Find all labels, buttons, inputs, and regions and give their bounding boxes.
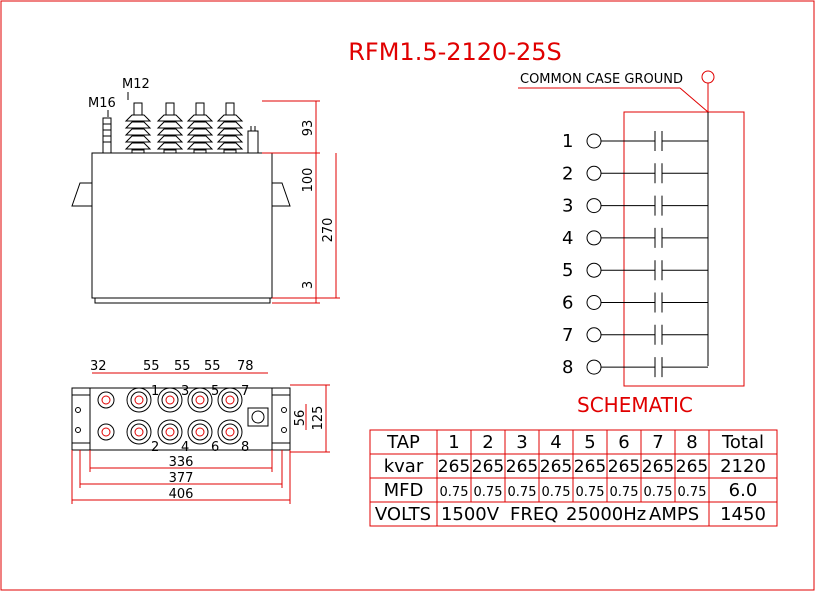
drawing-title: RFM1.5-2120-25S (348, 38, 562, 66)
table-cell: 265 (574, 457, 606, 477)
table-cell: 265 (608, 457, 640, 477)
terminal-top-1 (126, 387, 152, 413)
volts-value: 1500V (441, 504, 500, 525)
table-header-cell: 4 (550, 432, 561, 453)
table-header-cell: TAP (386, 432, 420, 453)
table-header-cell: 2 (482, 432, 493, 453)
table-cell: 0.75 (508, 485, 537, 500)
table-header-cell: 3 (516, 432, 527, 453)
svg-text:8: 8 (562, 357, 573, 378)
table-cell: kvar (384, 456, 424, 477)
bushing-3 (186, 102, 214, 154)
table-cell: 0.75 (474, 485, 503, 500)
schematic-tap-1: 1 (562, 131, 708, 152)
tap-num-bottom: 2 (151, 440, 159, 455)
tap-num-bottom: 8 (241, 440, 249, 455)
table-header-cell: 1 (448, 432, 459, 453)
top-view: 1 3 5 7 2 4 6 8 32 55 55 55 78 56 125 336 377 4… (71, 359, 330, 504)
table-header-cell: 6 (618, 432, 629, 453)
dim-336: 336 (169, 455, 194, 470)
table-header-cell: 7 (652, 432, 663, 453)
svg-text:2: 2 (562, 163, 573, 184)
dim-56: 56 (293, 410, 308, 427)
dim-270: 270 (321, 218, 336, 243)
table-cell: 0.75 (644, 485, 673, 500)
table-cell: 0.75 (576, 485, 605, 500)
schematic-tap-4: 4 (562, 227, 708, 249)
common-case-ground-label: COMMON CASE GROUND (520, 72, 683, 87)
table-cell: 0.75 (610, 485, 639, 500)
terminal-top-3 (187, 387, 213, 413)
table-cell: 265 (472, 457, 504, 477)
dim-55-b: 55 (174, 359, 191, 374)
tap-num-top: 5 (211, 384, 219, 399)
freq-label: FREQ (510, 504, 558, 525)
dim-125: 125 (311, 406, 326, 431)
dim-100: 100 (301, 168, 316, 193)
schematic-tap-2: 2 (562, 163, 708, 184)
dim-32: 32 (90, 359, 107, 374)
schematic-label: SCHEMATIC (577, 393, 693, 417)
svg-text:5: 5 (562, 260, 573, 281)
tap-num-top: 1 (151, 384, 159, 399)
tap-num-top: 3 (181, 384, 189, 399)
table-header-cell: 5 (584, 432, 595, 453)
terminal-top-5 (126, 419, 152, 445)
dim-55-a: 55 (143, 359, 160, 374)
svg-text:7: 7 (562, 325, 573, 346)
svg-text:4: 4 (562, 228, 573, 249)
schematic-tap-3: 3 (562, 195, 708, 217)
table-cell: 6.0 (729, 480, 758, 501)
terminal-top-2 (157, 387, 183, 413)
table-cell: 265 (506, 457, 538, 477)
tap-num-top: 7 (241, 384, 249, 399)
schematic-tap-5: 5 (562, 260, 708, 281)
mount-hole-2 (97, 423, 115, 441)
table-cell: 265 (438, 457, 470, 477)
schematic-tap-7: 7 (562, 324, 708, 346)
table-cell: 265 (540, 457, 572, 477)
table-cell: 0.75 (440, 485, 469, 500)
table-header-cell: 8 (686, 432, 697, 453)
amps-label: AMPS (649, 504, 699, 525)
table-cell: 0.75 (542, 485, 571, 500)
dim-406: 406 (169, 487, 194, 502)
bushing-1 (124, 102, 152, 154)
label-m16: M16 (88, 96, 116, 111)
bushing-4 (216, 102, 244, 154)
freq-value: 25000Hz (566, 504, 646, 525)
terminal-top-8 (217, 419, 243, 445)
label-m12: M12 (122, 77, 150, 92)
dim-55-c: 55 (204, 359, 221, 374)
table-cell: MFD (384, 480, 424, 501)
svg-text:1: 1 (562, 131, 573, 152)
terminal-top-4 (217, 387, 243, 413)
table-cell: 265 (676, 457, 708, 477)
schematic-tap-8: 8 (562, 357, 708, 378)
table-cell: 265 (642, 457, 674, 477)
amps-value: 1450 (720, 504, 766, 525)
terminal-top-7 (187, 419, 213, 445)
tap-num-bottom: 6 (211, 440, 219, 455)
tap-num-bottom: 4 (181, 440, 189, 455)
svg-text:6: 6 (562, 293, 573, 314)
side-view: M16 M12 93 100 270 3 (71, 77, 340, 304)
volts-label: VOLTS (375, 504, 431, 525)
mount-hole-1 (97, 391, 115, 409)
table-cell: 0.75 (678, 485, 707, 500)
terminal-top-6 (157, 419, 183, 445)
dim-3: 3 (301, 281, 316, 289)
table-cell: 2120 (720, 456, 766, 477)
schematic-tap-6: 6 (562, 292, 708, 314)
table-header-cell: Total (721, 432, 764, 453)
dim-78: 78 (237, 359, 254, 374)
svg-text:3: 3 (562, 196, 573, 217)
dim-377: 377 (169, 471, 194, 486)
dim-93: 93 (301, 120, 316, 137)
schematic: COMMON CASE GROUND 1 2 3 4 5 6 7 8 SCHEMATIC (518, 70, 745, 417)
bushing-2 (156, 102, 184, 154)
